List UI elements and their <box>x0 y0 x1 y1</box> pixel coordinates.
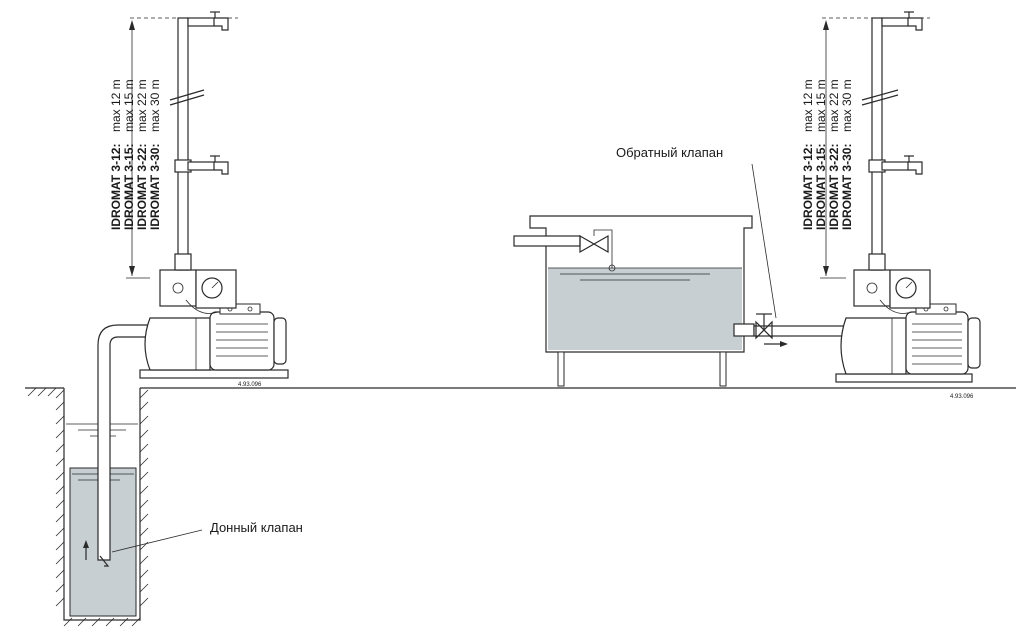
drawing-ref-left: 4.93.096 <box>238 382 262 388</box>
max-row-1: max 12 m <box>801 79 815 132</box>
max-row-4: max 30 m <box>148 79 162 132</box>
max-row-4: max 30 m <box>840 79 854 132</box>
model-row-3: IDROMAT 3-22: <box>135 144 149 230</box>
left-pump <box>126 11 289 379</box>
height-table-right: IDROMAT 3-12: IDROMAT 3-15: IDROMAT 3-22… <box>801 79 854 230</box>
model-row-4: IDROMAT 3-30: <box>840 144 854 230</box>
model-row-3: IDROMAT 3-22: <box>827 144 841 230</box>
foot-valve <box>99 555 110 567</box>
max-row-2: max 15 m <box>814 79 828 132</box>
tank-water <box>548 268 742 350</box>
model-row-2: IDROMAT 3-15: <box>814 144 828 230</box>
model-row-4: IDROMAT 3-30: <box>148 144 162 230</box>
model-row-1: IDROMAT 3-12: <box>109 144 123 230</box>
model-row-1: IDROMAT 3-12: <box>801 144 815 230</box>
max-row-3: max 22 m <box>827 79 841 132</box>
water-tank <box>513 163 845 387</box>
max-row-2: max 15 m <box>122 79 136 132</box>
max-row-1: max 12 m <box>109 79 123 132</box>
drawing-ref-right: 4.93.096 <box>950 394 974 400</box>
ground-line <box>25 387 1016 627</box>
model-row-2: IDROMAT 3-15: <box>122 144 136 230</box>
well <box>63 324 203 621</box>
max-row-3: max 22 m <box>135 79 149 132</box>
check-valve-label: Обратный клапан <box>616 145 723 160</box>
height-table-left: IDROMAT 3-12: IDROMAT 3-15: IDROMAT 3-22… <box>109 79 162 230</box>
foot-valve-label: Донный клапан <box>210 520 303 535</box>
right-pump <box>820 11 981 383</box>
